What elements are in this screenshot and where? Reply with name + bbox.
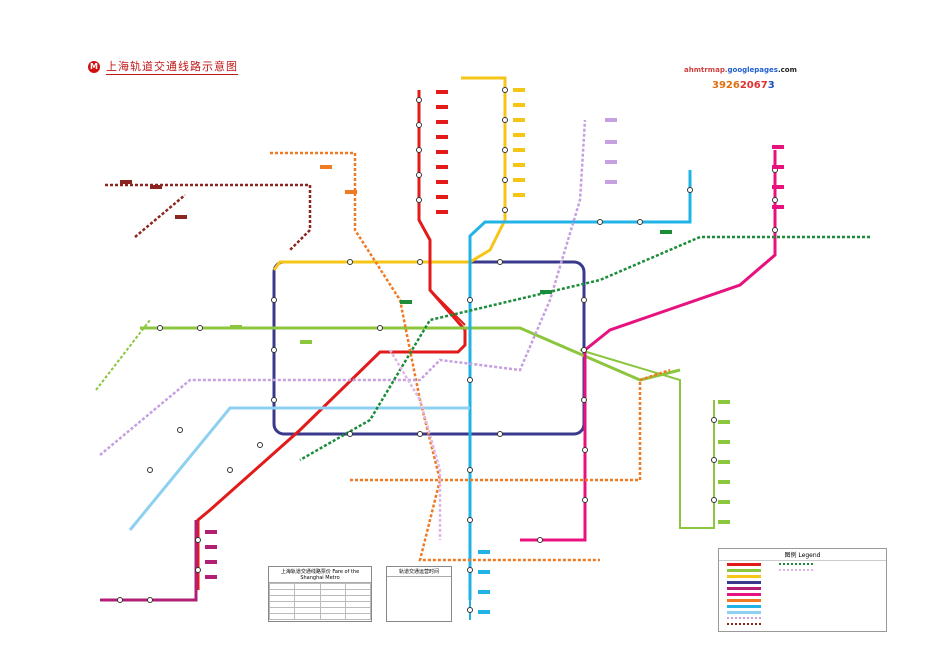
website-url[interactable]: ahmtrmap.googlepages.com xyxy=(684,66,797,74)
legend-line-5 xyxy=(727,587,761,590)
map-title: M 上海轨道交通线路示意图 xyxy=(88,58,238,75)
legend-line-7 xyxy=(727,599,761,602)
legend-line-3 xyxy=(727,575,761,578)
legend-box: 图例 Legend xyxy=(718,548,887,632)
line-13 xyxy=(388,349,442,540)
phone-number: 392620673 xyxy=(712,80,775,91)
legend-line-2 xyxy=(727,569,761,572)
legend-line-6 xyxy=(727,593,761,596)
url-highlight: googlepages xyxy=(727,66,778,74)
fare-info-box: 上海轨道交通线路票价 Fare of the Shanghai Metro xyxy=(268,566,372,622)
line-9 xyxy=(128,406,470,531)
line-7 xyxy=(270,151,600,562)
line-2-east xyxy=(579,349,715,529)
legend-line-11 xyxy=(727,623,761,625)
phone-part-3: 3 xyxy=(767,80,775,91)
line-6 xyxy=(520,150,777,542)
line-12 xyxy=(299,235,870,462)
line-8 xyxy=(468,170,692,600)
line-2-ext xyxy=(95,319,151,391)
phone-part-1: 3926 xyxy=(712,80,740,91)
legend-line-10 xyxy=(727,617,761,619)
line-1 xyxy=(196,90,467,590)
line-3 xyxy=(272,76,507,271)
hours-info-box: 轨道交通运营时间 xyxy=(386,566,452,622)
legend-line-1 xyxy=(727,563,761,566)
hours-box-title: 轨道交通运营时间 xyxy=(387,567,451,577)
url-suffix: .com xyxy=(777,66,797,74)
title-text: 上海轨道交通线路示意图 xyxy=(106,60,238,75)
line-1-branch xyxy=(429,289,466,326)
line-10 xyxy=(99,119,587,456)
line-7-east xyxy=(350,368,671,482)
url-prefix: ahmtrmap. xyxy=(684,66,728,74)
fare-table xyxy=(268,583,372,620)
station-markers xyxy=(117,87,778,613)
line-11 xyxy=(105,183,312,251)
phone-part-2: 2067 xyxy=(739,80,768,91)
line-11-spur xyxy=(134,194,186,238)
legend-line-13 xyxy=(779,569,813,571)
legend-title: 图例 Legend xyxy=(719,549,886,561)
legend-line-9 xyxy=(727,611,761,614)
legend-line-4 xyxy=(727,581,761,584)
station-tags xyxy=(120,88,784,614)
legend-line-8 xyxy=(727,605,761,608)
metro-logo-icon: M xyxy=(88,60,100,73)
fare-box-title: 上海轨道交通线路票价 Fare of the Shanghai Metro xyxy=(269,567,371,583)
legend-line-12 xyxy=(779,563,813,565)
line-5 xyxy=(100,520,198,602)
